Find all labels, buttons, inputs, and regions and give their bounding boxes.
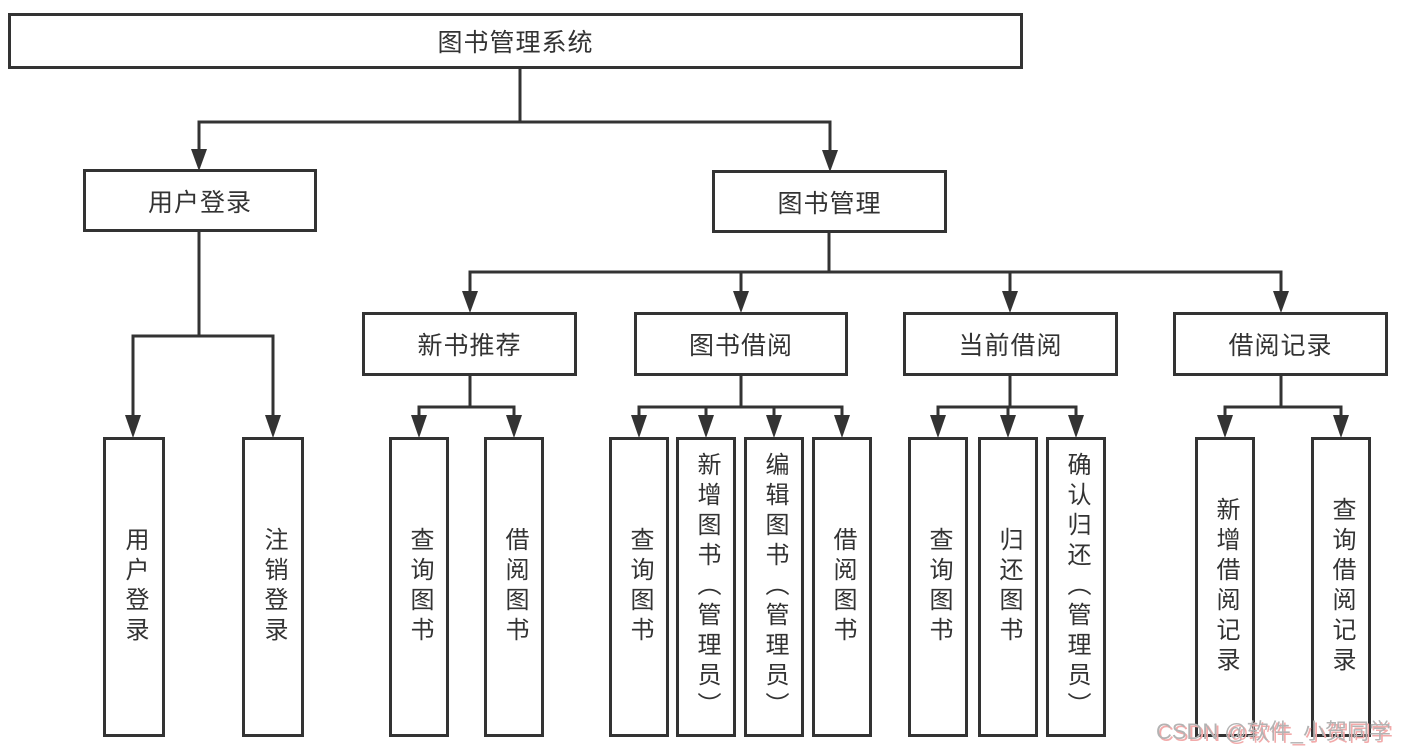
node-current-borrow-label: 当前借阅 xyxy=(958,332,1063,360)
leaf-add-books-admin-label: 新增图书（管理员） xyxy=(693,452,720,722)
leaf-query-books-borrow: 查询图书 xyxy=(609,437,669,737)
leaf-logout-label: 注销登录 xyxy=(260,527,287,647)
node-new-book-recommend: 新书推荐 xyxy=(362,312,577,376)
node-book-borrow: 图书借阅 xyxy=(634,312,848,376)
node-new-book-recommend-label: 新书推荐 xyxy=(417,332,522,360)
node-borrow-records: 借阅记录 xyxy=(1173,312,1388,376)
csdn-watermark: CSDN @软件_小贺同学 xyxy=(1155,719,1391,744)
leaf-borrow-books: 借阅图书 xyxy=(812,437,872,737)
root-node-library-system: 图书管理系统 xyxy=(8,13,1023,69)
leaf-confirm-return-admin: 确认归还（管理员） xyxy=(1046,437,1106,737)
leaf-query-books-recommend: 查询图书 xyxy=(389,437,449,737)
leaf-borrow-books-label: 借阅图书 xyxy=(829,527,856,647)
node-book-borrow-label: 图书借阅 xyxy=(688,332,793,360)
leaf-add-books-admin: 新增图书（管理员） xyxy=(676,437,736,737)
leaf-borrow-books-recommend-label: 借阅图书 xyxy=(501,527,528,647)
leaf-add-borrow-record: 新增借阅记录 xyxy=(1195,437,1255,737)
leaf-edit-books-admin: 编辑图书（管理员） xyxy=(744,437,804,737)
node-user-login-label: 用户登录 xyxy=(147,188,252,217)
root-node-label: 图书管理系统 xyxy=(437,29,594,57)
leaf-query-borrow-record-label: 查询借阅记录 xyxy=(1328,497,1355,677)
leaf-edit-books-admin-label: 编辑图书（管理员） xyxy=(761,452,788,722)
leaf-query-books-borrow-label: 查询图书 xyxy=(626,527,653,647)
leaf-query-books-current-label: 查询图书 xyxy=(925,527,952,647)
leaf-return-books-label: 归还图书 xyxy=(995,527,1022,647)
leaf-borrow-books-recommend: 借阅图书 xyxy=(484,437,544,737)
leaf-confirm-return-admin-label: 确认归还（管理员） xyxy=(1063,452,1090,722)
leaf-return-books: 归还图书 xyxy=(978,437,1038,737)
node-current-borrow: 当前借阅 xyxy=(903,312,1118,376)
node-book-management: 图书管理 xyxy=(712,170,947,233)
leaf-query-borrow-record: 查询借阅记录 xyxy=(1311,437,1371,737)
leaf-logout: 注销登录 xyxy=(242,437,304,737)
leaf-query-books-current: 查询图书 xyxy=(908,437,968,737)
node-book-management-label: 图书管理 xyxy=(777,189,882,218)
leaf-user-login-label: 用户登录 xyxy=(121,527,148,647)
node-borrow-records-label: 借阅记录 xyxy=(1228,332,1333,360)
leaf-user-login: 用户登录 xyxy=(103,437,165,737)
leaf-add-borrow-record-label: 新增借阅记录 xyxy=(1212,497,1239,677)
node-user-login: 用户登录 xyxy=(83,169,317,232)
leaf-query-books-recommend-label: 查询图书 xyxy=(406,527,433,647)
